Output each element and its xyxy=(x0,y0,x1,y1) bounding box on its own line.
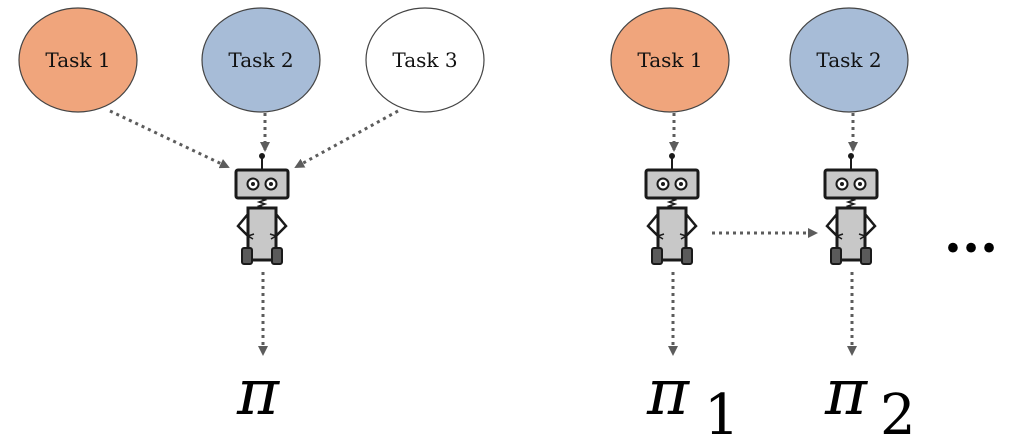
policy-symbol: π xyxy=(646,356,690,430)
left-panel: Task 1 Task 2 Task 3 π xyxy=(18,7,485,430)
task-label: Task 1 xyxy=(45,48,110,72)
task-label: Task 3 xyxy=(392,48,457,72)
task-ellipse xyxy=(18,7,138,113)
task-node-3: Task 3 xyxy=(365,7,485,113)
task-label: Task 1 xyxy=(637,48,702,72)
policy-2: π 2 xyxy=(824,356,916,438)
arrow-task3-to-robot xyxy=(294,109,399,169)
robot-icon xyxy=(823,151,879,266)
task-ellipse xyxy=(201,7,321,113)
continuation-ellipsis: ... xyxy=(944,204,998,265)
task-ellipse xyxy=(789,7,909,113)
task-ellipse xyxy=(610,7,730,113)
robot-icon xyxy=(234,151,290,266)
policy-subscript: 2 xyxy=(880,383,916,438)
task-label: Task 2 xyxy=(816,48,881,72)
policy-symbol: π xyxy=(236,356,280,430)
robot-icon xyxy=(644,151,700,266)
task-ellipse xyxy=(365,7,485,113)
policy-1: π 1 xyxy=(646,356,740,438)
policy-symbol: π xyxy=(824,356,868,430)
task-node-2: Task 2 xyxy=(201,7,321,113)
task-node-2: Task 2 xyxy=(789,7,909,113)
right-panel: Task 1 Task 2 π 1 π 2 ... xyxy=(610,7,998,438)
arrow-task1-to-robot xyxy=(109,109,230,169)
policy-subscript: 1 xyxy=(704,383,740,438)
task-node-1: Task 1 xyxy=(610,7,730,113)
task-node-1: Task 1 xyxy=(18,7,138,113)
task-label: Task 2 xyxy=(228,48,293,72)
